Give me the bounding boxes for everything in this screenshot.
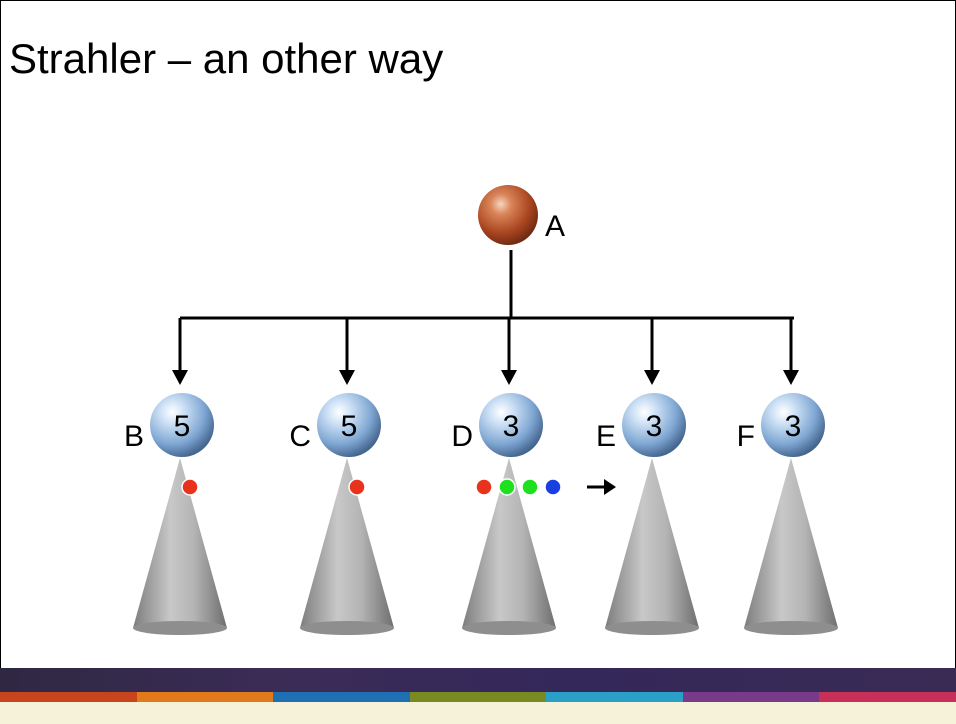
node-sphere [150, 393, 214, 457]
footer-stripe [682, 692, 820, 702]
green-marker [521, 478, 539, 496]
red-marker [181, 478, 199, 496]
cone-base-b [133, 621, 227, 635]
subtree-cone-c [300, 458, 394, 635]
cone-base-c [300, 621, 394, 635]
footer-stripe [0, 692, 137, 702]
root-node[interactable]: A [478, 185, 565, 245]
markers [181, 478, 562, 496]
arrowhead-b [172, 370, 188, 385]
node-value: 3 [503, 410, 520, 443]
node-d[interactable]: 3D [451, 393, 543, 457]
subtree-cone-e [605, 458, 699, 635]
node-label: B [124, 420, 144, 453]
connectors [180, 250, 794, 320]
arrowhead-e [644, 370, 660, 385]
footer-stripe [273, 692, 410, 702]
node-sphere [622, 393, 686, 457]
footer-dark-band [0, 668, 956, 692]
footer-band [0, 668, 956, 724]
node-value: 5 [174, 410, 191, 443]
node-label: C [289, 420, 311, 453]
footer-color-stripes [0, 692, 956, 702]
footer-stripe [409, 692, 547, 702]
subtree-cone-b [133, 458, 227, 635]
node-c[interactable]: 5C [289, 393, 381, 457]
node-f[interactable]: 3F [737, 393, 825, 457]
cone-base-e [605, 621, 699, 635]
red-marker [348, 478, 366, 496]
node-label: D [451, 420, 473, 453]
arrowhead-d [501, 370, 517, 385]
root-sphere [478, 185, 538, 245]
footer-stripe [546, 692, 683, 702]
node-value: 5 [341, 410, 358, 443]
node-b[interactable]: 5B [124, 393, 214, 457]
footer-stripe [136, 692, 274, 702]
node-value: 3 [785, 410, 802, 443]
subtree-cone-d [462, 458, 556, 635]
slide-title: Strahler – an other way [9, 35, 444, 82]
footer-cream-band [0, 702, 956, 724]
node-sphere [479, 393, 543, 457]
subtree-cone-f [744, 458, 838, 635]
move-arrow [587, 479, 616, 495]
child-arrows [172, 318, 799, 385]
node-value: 3 [646, 410, 663, 443]
node-label: F [737, 420, 755, 453]
node-sphere [761, 393, 825, 457]
footer-stripe [819, 692, 956, 702]
node-e[interactable]: 3E [596, 393, 686, 457]
root-label: A [545, 210, 565, 243]
arrowhead-c [339, 370, 355, 385]
subtree-cones [133, 458, 838, 635]
node-sphere [317, 393, 381, 457]
blue-marker [544, 478, 562, 496]
green-marker [498, 478, 516, 496]
arrowhead-f [783, 370, 799, 385]
cone-base-f [744, 621, 838, 635]
cone-base-d [462, 621, 556, 635]
red-marker [475, 478, 493, 496]
node-label: E [596, 420, 616, 453]
move-arrow-head [604, 479, 616, 495]
